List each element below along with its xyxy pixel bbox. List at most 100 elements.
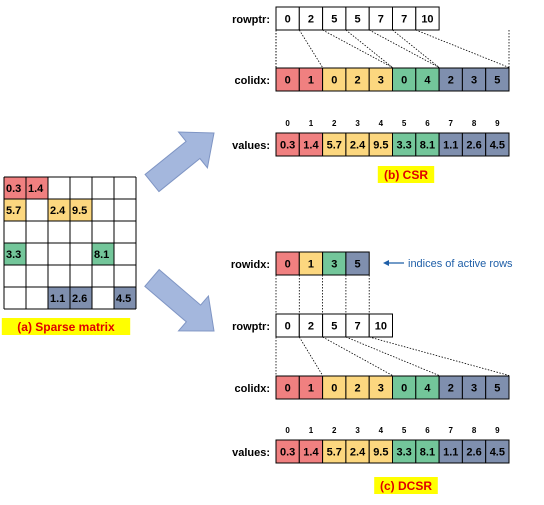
dcsr-colidx-value: 0	[285, 383, 291, 395]
matrix-cell-value: 3.3	[6, 249, 21, 261]
csr-index: 1	[309, 119, 314, 128]
matrix-cell-value: 1.4	[28, 183, 44, 195]
csr-values-value: 2.6	[466, 140, 481, 152]
matrix-cell-fill	[4, 243, 26, 265]
dcsr-index: 2	[332, 426, 337, 435]
csr-values-value: 0.3	[280, 140, 295, 152]
dcsr-values-value: 2.6	[466, 447, 481, 459]
csr-rowptr-value: 5	[331, 14, 337, 26]
dcsr-colidx-value: 3	[471, 383, 477, 395]
dcsr-rowidx-label: rowidx:	[231, 259, 270, 271]
csr-caption: (b) CSR	[384, 168, 428, 182]
annotation-arrow-head-icon	[383, 260, 389, 266]
csr-rowptr-value: 10	[421, 14, 433, 26]
arrow-to-csr-icon	[144, 131, 215, 193]
dcsr-values-value: 3.3	[397, 447, 412, 459]
dcsr-values-label: values:	[232, 447, 270, 459]
csr-rowptr-label: rowptr:	[232, 14, 270, 26]
matrix-cell-fill	[48, 287, 70, 309]
dcsr-rowidx-value: 3	[331, 259, 337, 271]
csr-colidx-value: 5	[494, 75, 500, 87]
matrix-cell-value: 4.5	[116, 293, 131, 305]
csr-index: 2	[332, 119, 337, 128]
csr-colidx-cell	[485, 67, 510, 92]
dcsr-index: 4	[379, 426, 384, 435]
dcsr-values-value: 2.4	[350, 447, 366, 459]
dcsr-colidx-value: 2	[354, 383, 360, 395]
dcsr-index: 0	[285, 426, 290, 435]
matrix-cell-fill	[92, 243, 114, 265]
arrow-to-dcsr-icon	[144, 268, 215, 332]
dcsr-values-value: 1.4	[303, 447, 319, 459]
dcsr-colidx-value: 5	[494, 383, 500, 395]
dcsr-index: 7	[449, 426, 454, 435]
dcsr-rowptr-value: 5	[331, 321, 337, 333]
csr-rowptr-cell	[415, 6, 440, 31]
matrix-cell-value: 8.1	[94, 249, 109, 261]
dcsr-rowptr-value: 7	[354, 321, 360, 333]
matrix-cell-fill	[114, 287, 136, 309]
dcsr-values-value: 0.3	[280, 447, 295, 459]
csr-index: 7	[449, 119, 454, 128]
dcsr-values-cell	[485, 439, 510, 464]
csr-index: 6	[425, 119, 430, 128]
csr-colidx-value: 0	[401, 75, 407, 87]
csr-index: 4	[379, 119, 384, 128]
dcsr-index: 8	[472, 426, 477, 435]
csr-values-value: 3.3	[397, 140, 412, 152]
csr-colidx-value: 3	[378, 75, 384, 87]
dcsr-colidx-value: 2	[448, 383, 454, 395]
csr-index: 9	[495, 119, 500, 128]
dcsr-colidx-label: colidx:	[235, 383, 270, 395]
active-rows-annotation: indices of active rows	[408, 258, 513, 270]
dcsr-colidx-value: 0	[331, 383, 337, 395]
csr-colidx-value: 2	[448, 75, 454, 87]
dcsr-values-value: 4.5	[490, 447, 505, 459]
csr-index: 8	[472, 119, 477, 128]
csr-values-value: 8.1	[420, 140, 435, 152]
conversion-arrows	[144, 131, 215, 332]
csr-values-label: values:	[232, 140, 270, 152]
rowptr-connector-line	[392, 29, 440, 68]
dcsr-colidx-cell	[485, 375, 510, 400]
csr-colidx-value: 0	[331, 75, 337, 87]
csr-colidx-label: colidx:	[235, 75, 270, 87]
matrix-cell-value: 0.3	[6, 183, 21, 195]
csr-colidx-value: 0	[285, 75, 291, 87]
csr-values-value: 1.4	[303, 140, 319, 152]
dcsr-rowptr-label: rowptr:	[232, 321, 270, 333]
rowptr-connector-line	[298, 29, 323, 68]
csr-rowptr-value: 5	[354, 14, 360, 26]
dcsr-colidx-value: 1	[308, 383, 314, 395]
rowptr-connector-line	[369, 336, 510, 376]
csr-index: 5	[402, 119, 407, 128]
dcsr-index: 1	[309, 426, 314, 435]
dcsr-values-value: 9.5	[373, 447, 388, 459]
matrix-cell-fill	[4, 177, 26, 199]
matrix-cell-fill	[48, 199, 70, 221]
csr-colidx-value: 3	[471, 75, 477, 87]
matrix-cell-value: 1.1	[50, 293, 65, 305]
rowptr-connector-line	[322, 336, 393, 376]
csr-values-value: 5.7	[327, 140, 342, 152]
csr-index: 0	[285, 119, 290, 128]
csr-values-value: 2.4	[350, 140, 366, 152]
csr-values-value: 9.5	[373, 140, 388, 152]
dcsr-rowidx-value: 0	[285, 259, 291, 271]
rowptr-connector-line	[369, 29, 440, 68]
matrix-caption: (a) Sparse matrix	[17, 320, 115, 334]
dcsr-values-value: 1.1	[443, 447, 458, 459]
csr-rowptr-value: 7	[378, 14, 384, 26]
matrix-cell-fill	[70, 199, 92, 221]
dcsr-index: 6	[425, 426, 430, 435]
matrix-cell-fill	[70, 287, 92, 309]
dcsr-caption-background	[374, 477, 438, 494]
dcsr-values-value: 5.7	[327, 447, 342, 459]
csr-colidx-value: 1	[308, 75, 314, 87]
rowptr-connector-line	[345, 29, 393, 68]
csr-rowptr-value: 0	[285, 14, 291, 26]
dcsr-rowidx-value: 1	[308, 259, 314, 271]
matrix-cell-value: 2.6	[72, 293, 87, 305]
